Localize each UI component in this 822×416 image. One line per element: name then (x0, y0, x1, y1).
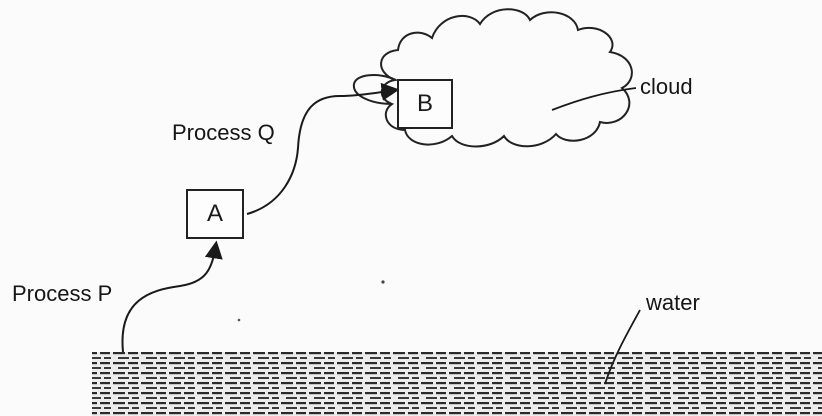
box-b: B (397, 79, 453, 129)
box-b-label: B (416, 90, 433, 117)
water-label: water (646, 290, 700, 315)
cloud-label: cloud (640, 74, 693, 99)
cloud-shape (380, 8, 633, 148)
process-q-label: Process Q (172, 120, 275, 145)
box-a-label: A (206, 200, 223, 227)
process-p-arrow (121, 240, 223, 353)
stray-dot (237, 318, 241, 322)
process-q-arrow (246, 82, 400, 215)
water-leader-line (604, 309, 641, 385)
stray-dot (381, 280, 385, 284)
box-a: A (186, 189, 244, 239)
water-body (92, 352, 822, 416)
cloud-inner-puff (352, 74, 397, 105)
process-p-label: Process P (12, 281, 113, 306)
cloud-leader-line (551, 87, 637, 111)
